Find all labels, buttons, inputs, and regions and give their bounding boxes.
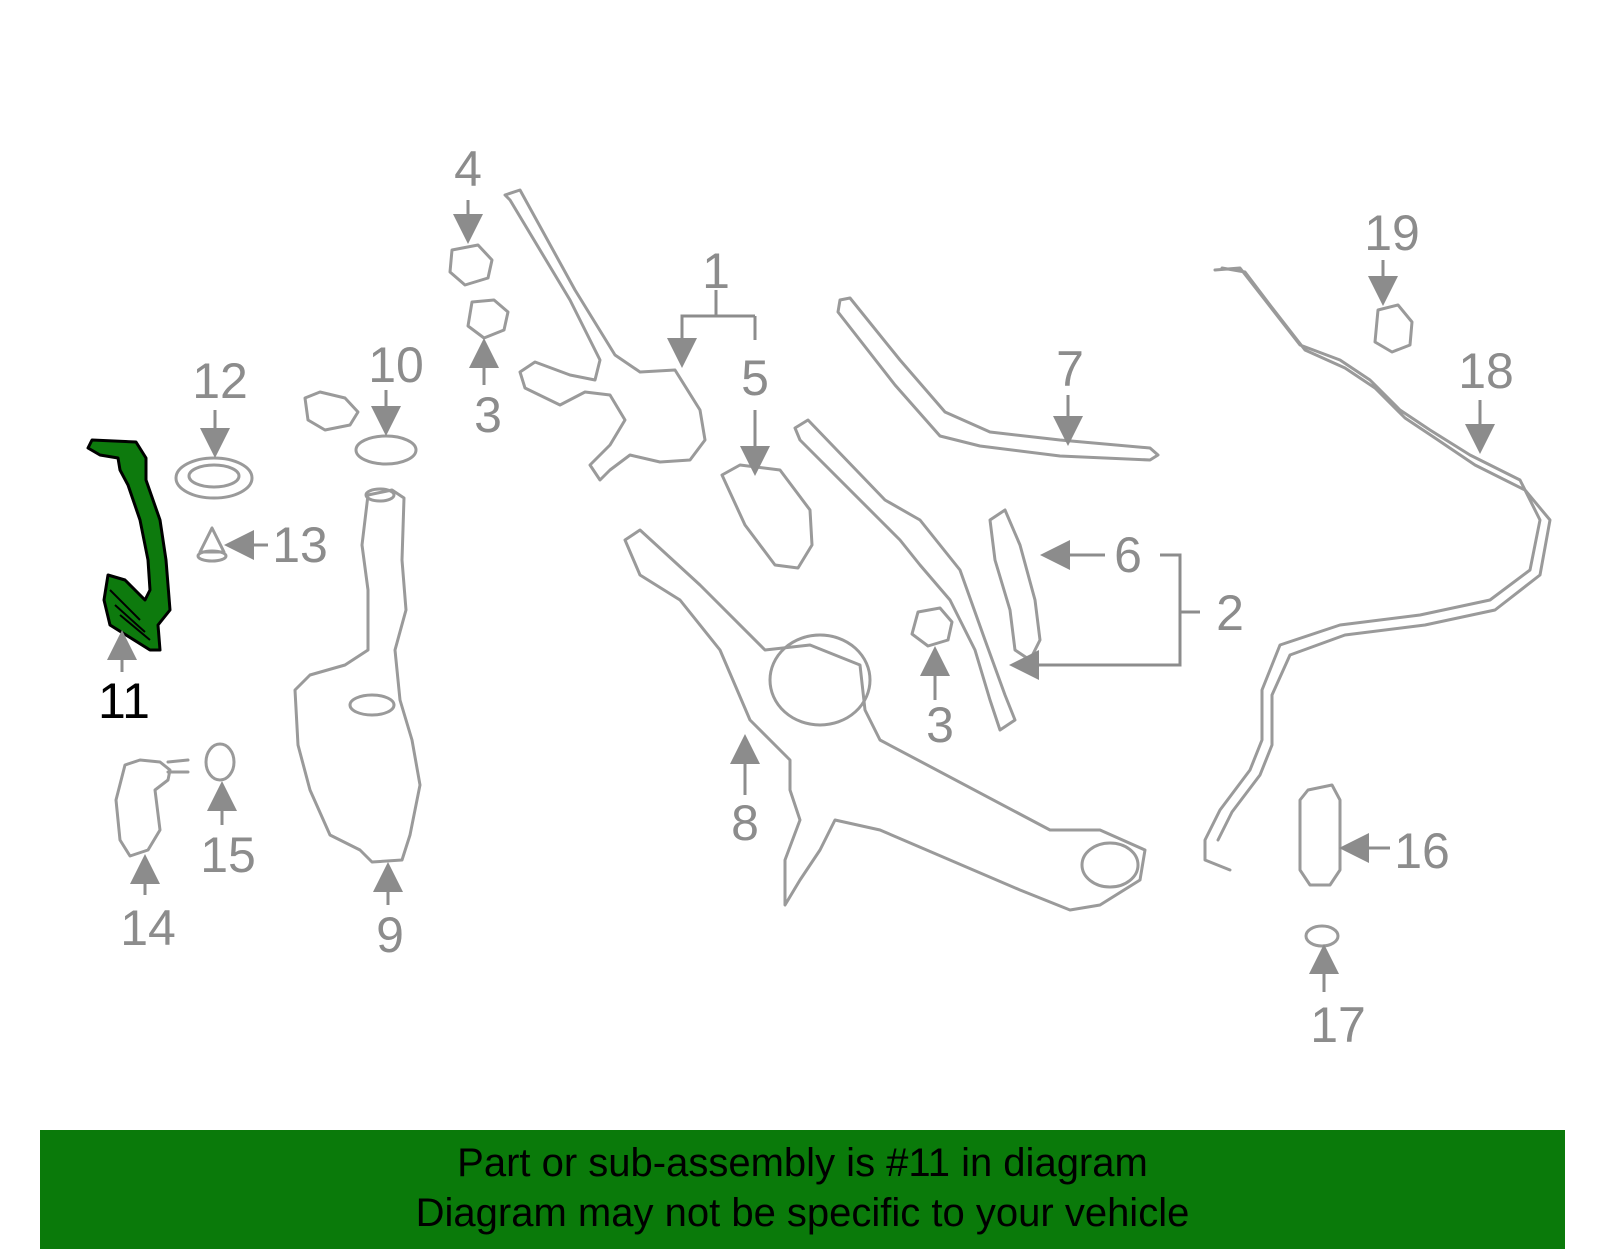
part-3-bushing-upper[interactable] <box>466 298 510 340</box>
callout-4: 4 <box>454 141 482 197</box>
part-13-plug[interactable] <box>196 526 228 563</box>
callout-10: 10 <box>368 337 424 393</box>
callout-15: 15 <box>200 827 256 883</box>
callout-labels: 1 2 3 3 4 5 6 7 8 9 10 11 12 13 14 15 16… <box>98 141 1514 1053</box>
callout-16: 16 <box>1394 823 1450 879</box>
callout-7: 7 <box>1056 341 1084 397</box>
part-15-seal[interactable] <box>204 742 236 782</box>
callout-9: 9 <box>376 907 404 963</box>
callout-11: 11 <box>98 673 150 729</box>
part-14-sensor[interactable] <box>114 758 190 858</box>
callout-18: 18 <box>1458 343 1514 399</box>
part-7-wiper-blade[interactable] <box>836 296 1160 462</box>
part-12-grommet[interactable] <box>174 456 254 500</box>
callout-13: 13 <box>272 517 328 573</box>
part-3-bushing-lower[interactable] <box>910 606 954 648</box>
callout-3-lower: 3 <box>926 697 954 753</box>
part-1-wiper-arm[interactable] <box>503 188 707 482</box>
part-10-cap[interactable] <box>303 390 418 466</box>
part-16-pump[interactable] <box>1298 783 1342 887</box>
part-8-motor-linkage[interactable] <box>623 528 1147 912</box>
part-2-wiper-arm[interactable] <box>793 418 1017 732</box>
callout-8: 8 <box>731 795 759 851</box>
callout-1: 1 <box>702 243 730 299</box>
part-18-hose[interactable] <box>1203 266 1552 872</box>
callout-14: 14 <box>120 900 176 956</box>
banner-line-2: Diagram may not be specific to your vehi… <box>415 1191 1190 1235</box>
callout-3-upper: 3 <box>474 387 502 443</box>
leader-lines <box>107 200 1495 992</box>
part-9-reservoir[interactable] <box>293 487 422 864</box>
callout-2: 2 <box>1216 585 1244 641</box>
part-19-clip[interactable] <box>1373 303 1414 354</box>
callout-19: 19 <box>1364 205 1420 261</box>
callout-5: 5 <box>741 350 769 406</box>
part-17-grommet[interactable] <box>1304 924 1340 948</box>
part-6-insert[interactable] <box>988 508 1042 662</box>
callout-17: 17 <box>1310 997 1366 1053</box>
info-banner: Part or sub-assembly is #11 in diagram D… <box>40 1130 1565 1249</box>
part-4-cap[interactable] <box>448 243 494 287</box>
banner-line-1: Part or sub-assembly is #11 in diagram <box>457 1141 1148 1185</box>
callout-6: 6 <box>1114 527 1142 583</box>
part-11-bracket[interactable] <box>86 438 172 652</box>
callout-12: 12 <box>192 353 248 409</box>
part-5-cover[interactable] <box>720 463 814 570</box>
